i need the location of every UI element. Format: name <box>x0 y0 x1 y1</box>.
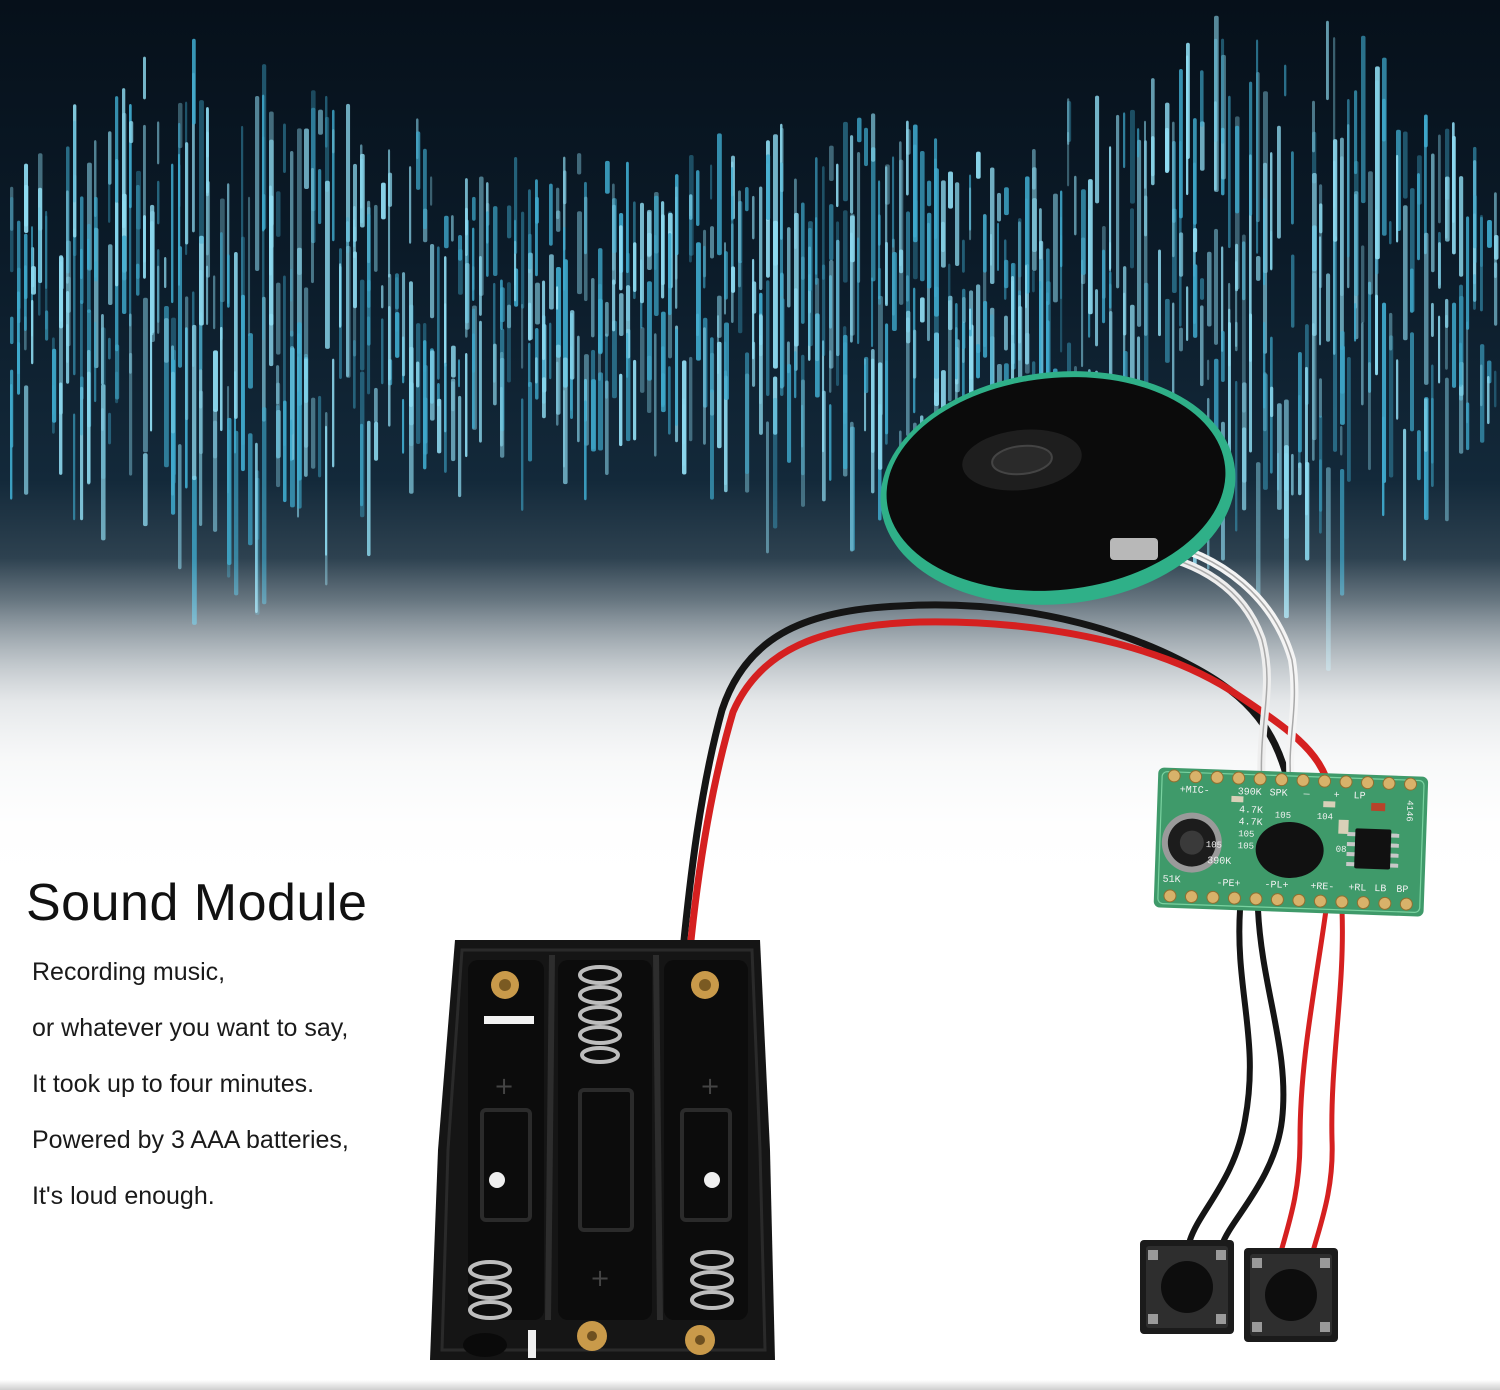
pcb-label-minus: — <box>1302 789 1310 800</box>
chip-icon <box>1346 828 1400 870</box>
pcb-label-pe: -PE+ <box>1216 878 1240 890</box>
push-button-icon <box>1140 1240 1338 1342</box>
pcb-label-lb: LB <box>1374 884 1386 895</box>
pcb-pad <box>1163 889 1177 903</box>
pcb-pad <box>1404 777 1418 791</box>
pcb-pad <box>1296 773 1310 787</box>
pcb-label-c1: 105 <box>1275 810 1292 821</box>
battery-holder-icon: + + + <box>430 940 775 1360</box>
pcb-label-lp: LP <box>1353 791 1365 802</box>
pcb-pad <box>1275 773 1289 787</box>
pcb-label-pl: -PL+ <box>1264 880 1288 892</box>
pcb-label-c5: 105 <box>1206 840 1223 851</box>
pcb-pad <box>1335 895 1349 909</box>
pcb-label-chip: 4146 <box>1404 800 1415 822</box>
pcb-pad <box>1356 896 1370 910</box>
pcb-label-d: 08 <box>1336 845 1347 855</box>
pcb-label-r2: 4.7K <box>1239 805 1263 817</box>
pcb-pad <box>1232 771 1246 785</box>
pcb-pads-top <box>1167 769 1418 791</box>
caption-line-2: or whatever you want to say, <box>32 1014 349 1042</box>
pcb-pad <box>1167 769 1181 783</box>
pcb-pad <box>1292 893 1306 907</box>
pcb-label-r1: 390K <box>1237 787 1261 799</box>
pcb-label-bp: BP <box>1396 885 1408 896</box>
pcb-pad <box>1339 775 1353 789</box>
spring-top <box>578 965 622 1064</box>
floor-shadow <box>0 1380 1500 1390</box>
sound-wave-background <box>0 0 1500 900</box>
pcb-pad <box>1313 894 1327 908</box>
pcb-label-c3: 105 <box>1238 841 1255 852</box>
pcb-pad <box>1253 772 1267 786</box>
caption-line-4: Powered by 3 AAA batteries, <box>32 1126 349 1154</box>
pcb-pad <box>1189 770 1203 784</box>
caption-line-1: Recording music, <box>32 958 226 986</box>
pcb-pad <box>1318 774 1332 788</box>
pcb-pad <box>1206 890 1220 904</box>
pcb-label-r5: 51K <box>1162 875 1180 887</box>
speaker-wires <box>1136 536 1299 794</box>
pcb-pad <box>1210 770 1224 784</box>
svg-text:+: + <box>494 1072 514 1100</box>
svg-text:+: + <box>700 1072 720 1100</box>
push-button-left <box>1140 1240 1234 1334</box>
pcb-label-c4: 104 <box>1317 812 1334 823</box>
battery-wires <box>679 601 1334 954</box>
pcb-pad <box>1270 893 1284 907</box>
product-caption: Sound Module Recording music, or whateve… <box>26 868 446 1224</box>
pcb-pad <box>1399 897 1413 911</box>
pcb-pad <box>1184 890 1198 904</box>
pcb-board: +MIC- 390K SPK — + LP 4.7K 4.7K 105 105 … <box>1153 767 1429 917</box>
pcb-label-rl: +RL <box>1348 883 1366 895</box>
caption-line-5: It's loud enough. <box>32 1182 215 1210</box>
pcb-label-c2: 105 <box>1238 829 1255 840</box>
pcb-pad <box>1361 776 1375 790</box>
pcb-pad <box>1227 891 1241 905</box>
caption-title: Sound Module <box>26 874 368 932</box>
pcb-pad <box>1378 896 1392 910</box>
pcb-label-spk: SPK <box>1269 788 1287 800</box>
pcb-pads-bottom <box>1163 889 1413 911</box>
cob-chip <box>1255 821 1324 879</box>
pcb-label-re: +RE- <box>1310 882 1334 894</box>
push-button-right <box>1244 1248 1338 1342</box>
pcb-pad <box>1382 776 1396 790</box>
microphone-icon <box>1161 812 1222 873</box>
pcb-label-mic: +MIC- <box>1179 785 1209 797</box>
pcb-pad <box>1249 892 1263 906</box>
pcb-label-r4: 390K <box>1207 856 1231 868</box>
svg-text:+: + <box>590 1264 610 1292</box>
caption-line-3: It took up to four minutes. <box>32 1070 315 1098</box>
button-wires <box>1187 907 1345 1258</box>
pcb-label-r3: 4.7K <box>1238 817 1262 829</box>
speaker <box>880 371 1236 605</box>
pcb-label-plus: + <box>1333 790 1339 801</box>
